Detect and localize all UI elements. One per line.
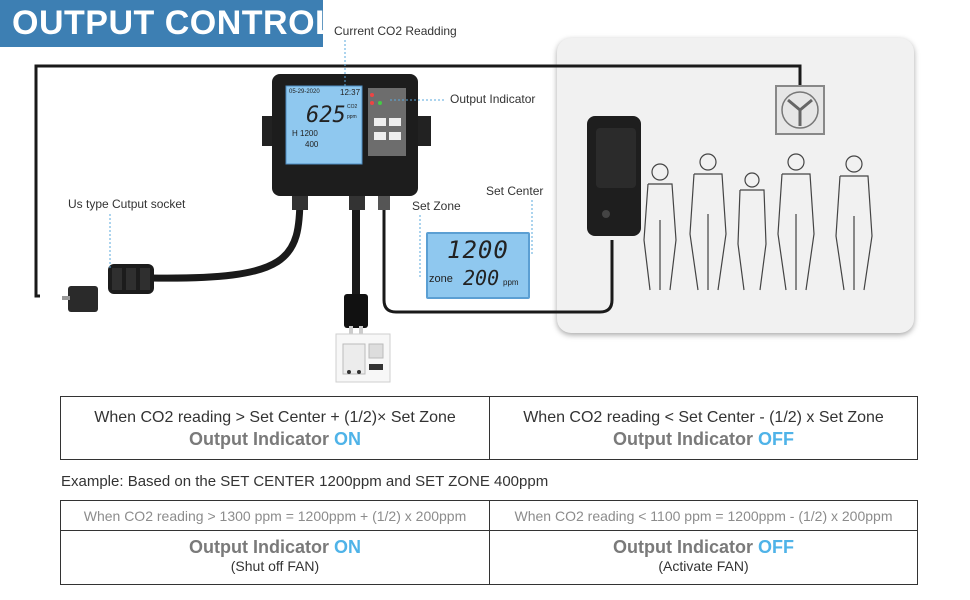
rule-off-condition: When CO2 reading < Set Center - (1/2) x …: [523, 409, 884, 426]
example-on-condition-cell: When CO2 reading > 1300 ppm = 1200ppm + …: [61, 501, 490, 531]
rule-on-cell: When CO2 reading > Set Center + (1/2)× S…: [61, 397, 490, 459]
setting-lcd-unit: ppm: [503, 278, 519, 287]
rule-off-indicator-label: Output Indicator: [613, 429, 753, 449]
example-on-indicator: Output Indicator ON: [61, 537, 489, 558]
device-reading-unit-bottom: ppm: [347, 114, 357, 120]
example-off-condition-cell: When CO2 reading < 1100 ppm = 1200ppm - …: [490, 501, 917, 531]
setting-lcd-zone-label: zone: [429, 273, 453, 285]
example-off-indicator-label: Output Indicator: [613, 537, 753, 557]
device-date: 05-29-2020: [289, 89, 320, 95]
callout-set-zone: Set Zone: [412, 199, 461, 213]
rule-on-condition: When CO2 reading > Set Center + (1/2)× S…: [94, 409, 456, 426]
example-text: Example: Based on the SET CENTER 1200ppm…: [61, 473, 549, 490]
title-banner: [0, 0, 323, 47]
device-h-value: H 1200: [292, 129, 318, 138]
example-on-state: ON: [334, 537, 361, 557]
setting-lcd: [426, 232, 530, 299]
rule-off-cell: When CO2 reading < Set Center - (1/2) x …: [490, 397, 917, 459]
callout-output-indicator: Output Indicator: [450, 92, 536, 106]
example-on-action: (Shut off FAN): [230, 558, 320, 574]
device-lcd-screen: [285, 85, 363, 165]
example-off-state: OFF: [758, 537, 794, 557]
rule-off-indicator: Output Indicator OFF: [490, 429, 917, 450]
page-title: OUTPUT CONTROL: [12, 4, 337, 42]
rule-on-indicator: Output Indicator ON: [61, 429, 489, 450]
setting-lcd-center: 1200: [447, 236, 509, 264]
fan-plug: [68, 286, 98, 312]
setting-lcd-zone: 200: [463, 266, 500, 290]
device-reading: 625: [306, 103, 346, 128]
rule-on-indicator-label: Output Indicator: [189, 429, 329, 449]
callout-current-reading: Current CO2 Readding: [334, 24, 457, 38]
callout-set-center: Set Center: [486, 184, 544, 198]
rule-off-state: OFF: [758, 429, 794, 449]
example-off-action: (Activate FAN): [658, 558, 749, 574]
people-illustration: [643, 153, 873, 291]
rule-on-state: ON: [334, 429, 361, 449]
example-on-indicator-label: Output Indicator: [189, 537, 329, 557]
example-table: When CO2 reading > 1300 ppm = 1200ppm + …: [60, 500, 918, 585]
fan-cable: [34, 64, 802, 298]
sensor-cable: [382, 210, 614, 314]
device-zone-value: 400: [305, 140, 319, 149]
output-cable: [149, 194, 304, 282]
wiring-diagram: [34, 40, 873, 383]
device-time: 12:37: [340, 88, 361, 97]
device-reading-unit-top: CO2: [347, 104, 358, 110]
example-off-cell: Output Indicator OFF (Activate FAN): [490, 531, 917, 584]
callout-socket: Us type Cutput socket: [68, 197, 186, 211]
example-on-cell: Output Indicator ON (Shut off FAN): [61, 531, 490, 584]
power-plug: [344, 294, 368, 328]
example-off-condition: When CO2 reading < 1100 ppm = 1200ppm - …: [514, 508, 893, 524]
rule-table: When CO2 reading > Set Center + (1/2)× S…: [60, 396, 918, 460]
example-off-indicator: Output Indicator OFF: [490, 537, 917, 558]
example-on-condition: When CO2 reading > 1300 ppm = 1200ppm + …: [83, 508, 467, 524]
